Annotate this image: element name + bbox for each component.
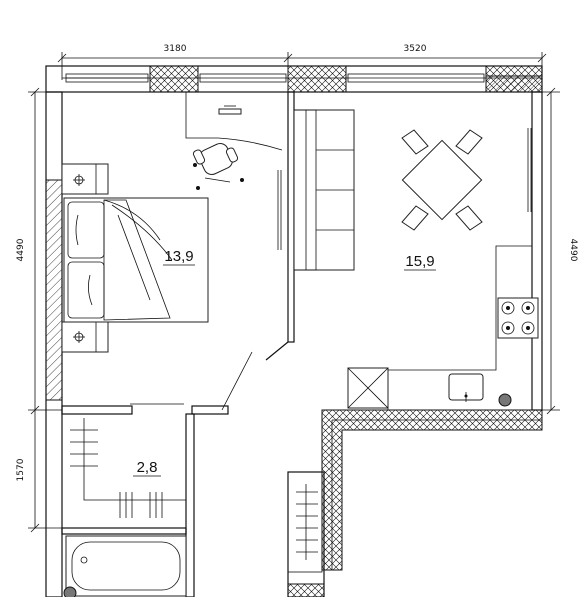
hall-storage bbox=[287, 471, 325, 597]
vent-shaft-icon bbox=[347, 367, 389, 409]
nightstand-top bbox=[61, 163, 109, 195]
desk-lamp bbox=[218, 108, 242, 115]
sofa-icon bbox=[293, 109, 355, 271]
bedroom-area-label: 13,9 bbox=[164, 248, 193, 265]
living-room bbox=[293, 109, 539, 410]
bed-icon bbox=[63, 197, 209, 323]
bathroom bbox=[63, 418, 187, 597]
exterior-walls bbox=[45, 65, 543, 597]
desk-chair-icon bbox=[192, 143, 244, 190]
dining-table-icon bbox=[401, 129, 483, 231]
bathroom-area-label: 2,8 bbox=[137, 459, 158, 476]
nightstand-bottom bbox=[61, 321, 109, 353]
bathtub-icon bbox=[65, 535, 187, 597]
stove-icon bbox=[497, 297, 539, 339]
dimension-left-lower: 1570 bbox=[16, 458, 26, 481]
kitchen-sink-icon bbox=[448, 373, 484, 402]
dimension-left-upper: 4490 bbox=[16, 238, 26, 261]
towel-rail-icon bbox=[70, 418, 98, 478]
living-area-label: 15,9 bbox=[405, 253, 434, 270]
dimension-lines bbox=[28, 52, 560, 533]
riser-icon bbox=[63, 586, 77, 597]
dimension-right: 4490 bbox=[568, 239, 578, 262]
drain-icon bbox=[498, 393, 512, 407]
radiator-icon bbox=[119, 492, 163, 518]
dimension-top-right: 3520 bbox=[404, 44, 427, 54]
dimension-top-left: 3180 bbox=[164, 44, 187, 54]
bedroom bbox=[61, 92, 283, 353]
